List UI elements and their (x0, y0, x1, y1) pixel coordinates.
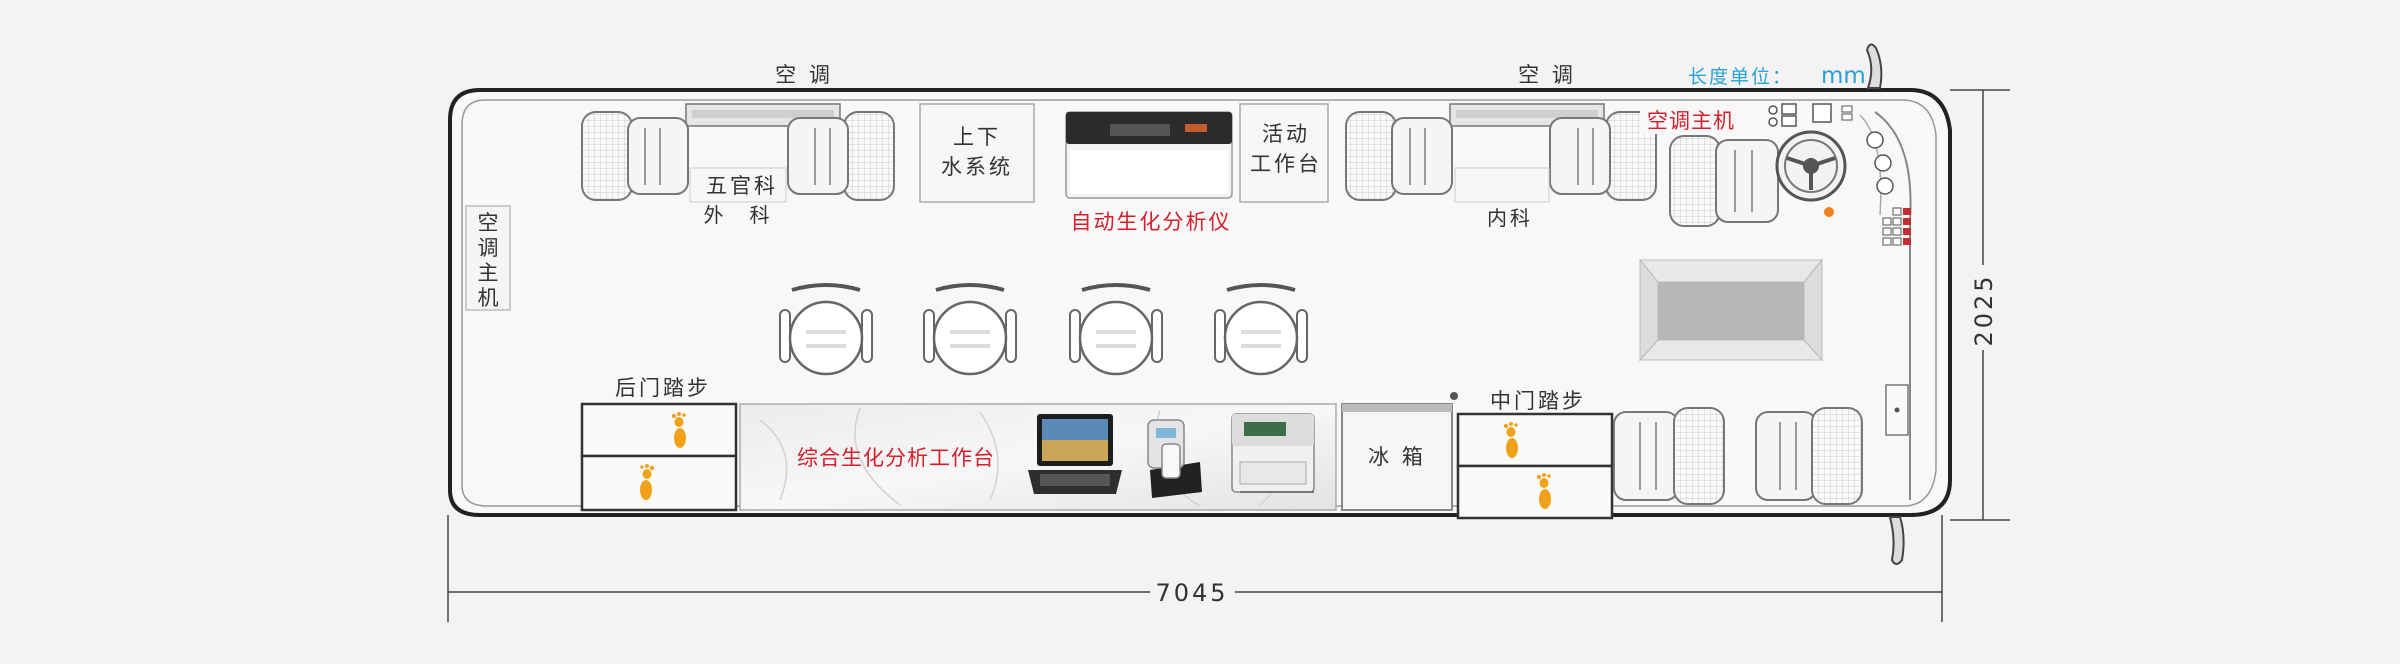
ac-host-front-mask (1640, 104, 1726, 134)
mid-door-step-label: 中门踏步 (1490, 389, 1586, 413)
ac-host-side-char4: 机 (478, 286, 499, 310)
width-dimension: 2025 (1950, 89, 2010, 521)
ent-label: 五官科 (706, 174, 778, 198)
dashboard-controls (1768, 103, 1911, 246)
ent-desk (689, 167, 787, 203)
internal-desk (1454, 167, 1550, 203)
seat-icon (787, 111, 895, 201)
water-system-line1: 上下 (953, 125, 1001, 149)
indicator-dot (1824, 207, 1834, 217)
ac-label-right: 空 调 (1518, 63, 1576, 87)
unit-note: 长度单位： mm (1688, 63, 1866, 89)
unit-mm: mm (1821, 63, 1866, 89)
seat-icon (1613, 407, 1725, 505)
analyzer-device-icon (1147, 419, 1202, 498)
length-dimension: 7045 (447, 515, 1943, 622)
biochem-analyzer-label: 自动生化分析仪 (1071, 210, 1232, 234)
surgery-label: 外 科 (704, 203, 773, 227)
fridge: 冰 箱 (1341, 403, 1453, 511)
mobile-bench: 活动 工作台 (1239, 103, 1329, 203)
centrifuge-icon (1231, 413, 1315, 493)
biochem-analyzer-icon (1065, 111, 1233, 199)
width-dimension-label: 2025 (1970, 273, 1998, 346)
rear-door-step (580, 402, 738, 512)
ac-host-side-char3: 主 (478, 261, 499, 285)
mid-door-step (1456, 412, 1614, 520)
steering-wheel-icon (1775, 130, 1847, 202)
internal-label: 内科 (1487, 206, 1533, 230)
skylight-icon (1638, 258, 1824, 362)
door-handle-dot (1450, 392, 1458, 400)
length-dimension-label: 7045 (1155, 579, 1228, 607)
ac-host-side: 空 调 主 机 (465, 205, 511, 311)
workstation-label: 综合生化分析工作台 (797, 446, 995, 470)
mobile-bench-line1: 活动 (1262, 122, 1310, 146)
ac-label-left: 空 调 (775, 63, 833, 87)
seat-icon (581, 111, 689, 201)
unit-prefix: 长度单位： (1688, 66, 1793, 88)
ac-host-side-char2: 调 (478, 236, 499, 260)
fridge-label: 冰 箱 (1368, 445, 1426, 469)
ac-host-front-label: 空调主机 (1647, 109, 1735, 133)
laptop-icon (1028, 414, 1122, 494)
water-system-line2: 水系统 (941, 155, 1013, 179)
seat-icon (1345, 111, 1453, 201)
driver-seat-icon (1669, 135, 1779, 227)
water-system: 上下 水系统 (919, 103, 1035, 203)
seat-icon (1755, 407, 1863, 505)
rear-door-step-label: 后门踏步 (615, 376, 711, 400)
front-door-knob (1894, 407, 1900, 413)
ac-host-side-char1: 空 (478, 211, 499, 235)
mobile-bench-line2: 工作台 (1250, 152, 1322, 176)
